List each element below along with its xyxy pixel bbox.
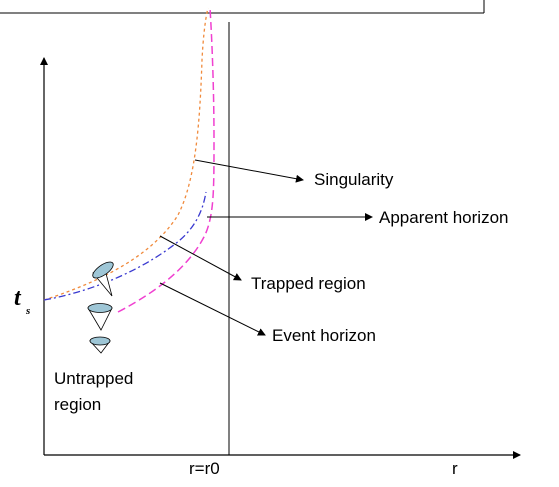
- light-cone-lower: [89, 336, 111, 354]
- x-axis-label: r: [452, 459, 458, 478]
- event-horizon-pointer: [159, 282, 266, 336]
- singularity-pointer: [194, 159, 304, 183]
- y-axis-subscript: s: [25, 305, 30, 317]
- r0-tick-label: r=r0: [189, 459, 220, 478]
- untrapped-region-label-line1: Untrapped: [54, 369, 133, 388]
- trapped-region-pointer: [159, 235, 242, 281]
- light-cone-middle: [87, 303, 113, 331]
- untrapped-region-label-line2: region: [54, 395, 101, 414]
- singularity-label: Singularity: [314, 170, 394, 189]
- event-horizon-curve: [117, 7, 215, 313]
- apparent-horizon-curve: [43, 191, 207, 301]
- event-horizon-label: Event horizon: [272, 326, 376, 345]
- apparent-horizon-label: Apparent horizon: [379, 208, 508, 227]
- y-axis-label: t: [14, 285, 22, 311]
- trapped-region-label: Trapped region: [251, 274, 366, 293]
- light-cone-tilted: [92, 261, 114, 297]
- singularity-curve: [43, 7, 209, 301]
